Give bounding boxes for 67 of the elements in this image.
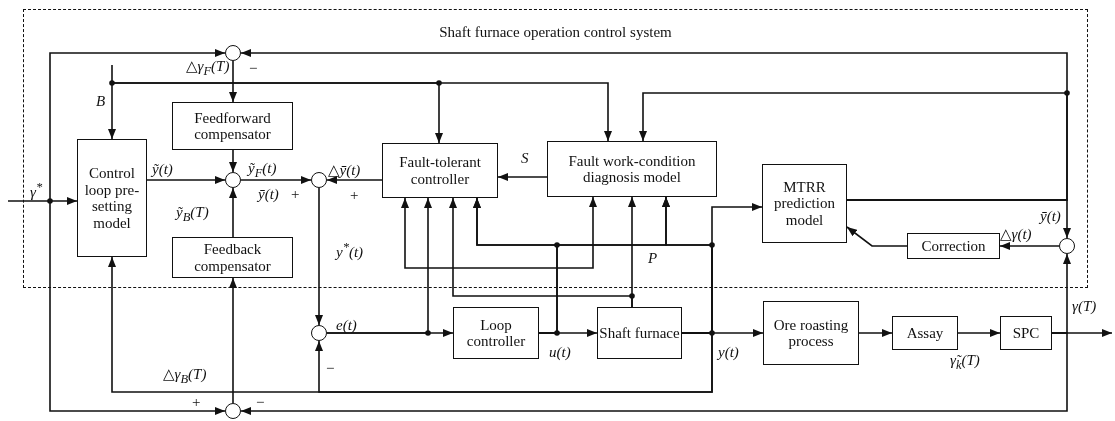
summing-junction xyxy=(1059,238,1075,254)
process-box: Shaft furnace xyxy=(597,307,682,359)
signal-label: ỹ$_{F}$(t) xyxy=(248,160,277,181)
signal-label: u(t) xyxy=(549,344,571,361)
connector-arrow xyxy=(628,196,636,308)
connector-arrow xyxy=(401,196,597,269)
sign-label: + xyxy=(350,187,359,204)
signal-label: △γ$_{B}$(T) xyxy=(163,366,207,387)
signal-label: B xyxy=(96,93,106,110)
connector-arrow xyxy=(229,60,237,103)
signal-label: γ(T) xyxy=(1072,298,1097,315)
connector-arrow xyxy=(497,173,548,181)
connector-arrow xyxy=(326,176,383,184)
signal-label: γ̃$_{k}$(T) xyxy=(950,352,980,373)
system-title: Shaft furnace operation control system xyxy=(438,24,673,41)
sign-label: − xyxy=(249,60,258,77)
signal-label: △ȳ(t) xyxy=(328,162,361,179)
connector-arrow xyxy=(240,332,1068,415)
sign-label: − xyxy=(326,360,335,377)
process-box: Control loop pre-setting model xyxy=(77,139,147,257)
summing-junction xyxy=(311,172,327,188)
connector-arrow xyxy=(846,199,1071,239)
process-box: Loop controller xyxy=(453,307,539,359)
connector-arrow xyxy=(229,277,237,404)
signal-label: γ$^{*}$ xyxy=(30,181,43,201)
connector-arrow xyxy=(846,226,908,247)
summing-junction xyxy=(225,45,241,61)
connector-arrow xyxy=(999,242,1060,250)
connector-arrow xyxy=(229,149,237,173)
process-box: SPC xyxy=(1000,316,1052,350)
process-box: Feedforward compensator xyxy=(172,102,293,150)
signal-label: ȳ(t) xyxy=(1040,208,1061,225)
connector-arrow xyxy=(315,187,323,326)
sign-label: + xyxy=(192,394,201,411)
summing-junction xyxy=(225,172,241,188)
process-box: Assay xyxy=(892,316,958,350)
signal-label: ỹ$_{B}$(T) xyxy=(176,204,209,225)
connector-arrow xyxy=(146,176,226,184)
process-box: MTRR prediction model xyxy=(762,164,847,243)
connector-arrow xyxy=(639,92,1068,201)
system-boundary xyxy=(23,9,1088,288)
signal-label: ỹ(t) xyxy=(152,161,173,178)
process-box: Fault work-condition diagnosis model xyxy=(547,141,717,197)
connector-arrow xyxy=(240,176,312,184)
signal-label: S xyxy=(521,150,529,167)
process-box: Correction xyxy=(907,233,1000,259)
signal-arrow xyxy=(108,64,116,140)
signal-label: △γ$_{F}$(T) xyxy=(186,58,230,79)
process-box: Feedback compensator xyxy=(172,237,293,278)
connector-arrow xyxy=(315,332,713,393)
connector-arrow xyxy=(229,187,237,238)
signal-arrow xyxy=(7,197,78,205)
connector-arrow xyxy=(957,329,1001,337)
summing-junction xyxy=(311,325,327,341)
signal-label: ȳ(t) xyxy=(258,186,279,203)
signal-label: △γ(t) xyxy=(1000,226,1032,243)
process-box: Fault-tolerant controller xyxy=(382,143,498,198)
signal-label: y(t) xyxy=(718,344,739,361)
process-box: Ore roasting process xyxy=(763,301,859,365)
sign-label: + xyxy=(291,186,300,203)
signal-label: P xyxy=(648,250,658,267)
sign-label: − xyxy=(256,394,265,411)
connector-arrow xyxy=(858,329,893,337)
signal-label: e(t) xyxy=(336,317,357,334)
signal-label: y$^{*}$(t) xyxy=(336,241,364,261)
connector-arrow xyxy=(326,197,432,334)
summing-junction xyxy=(225,403,241,419)
